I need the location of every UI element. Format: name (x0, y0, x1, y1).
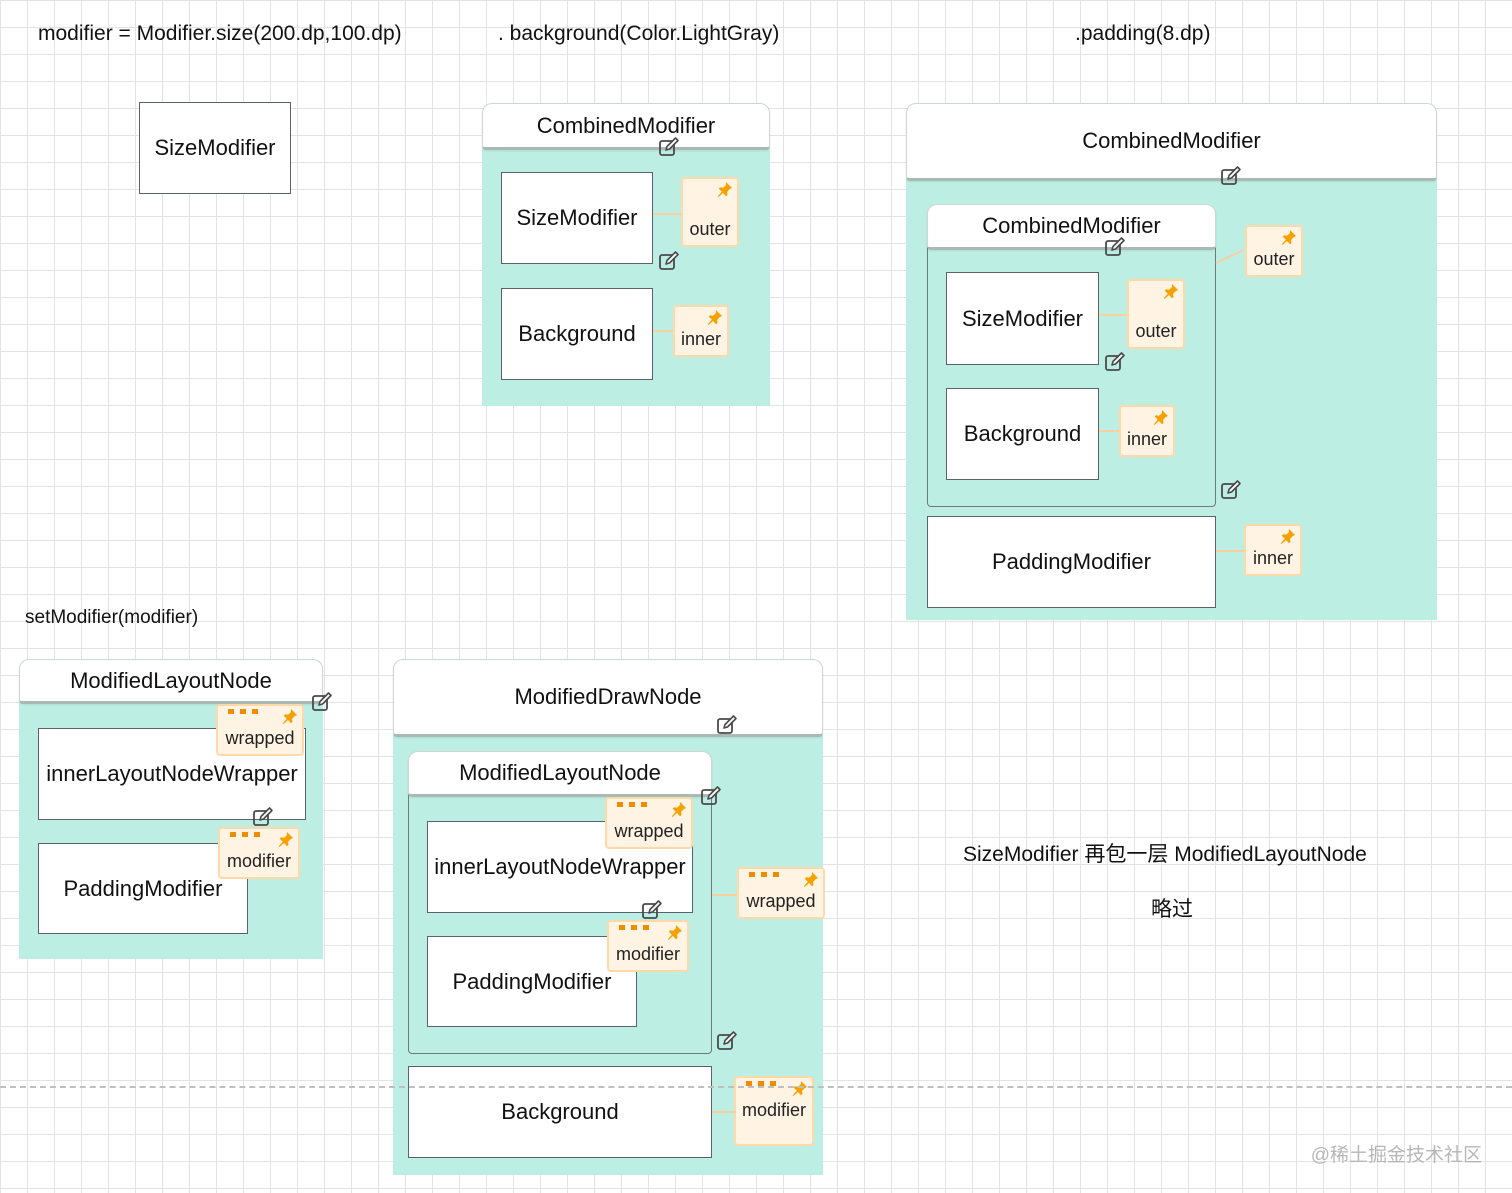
modifier-tag[interactable]: modifier (607, 920, 689, 972)
size-modifier-box[interactable]: SizeModifier (139, 102, 291, 194)
pin-icon (707, 310, 722, 325)
padding-modifier-box[interactable]: PaddingModifier (927, 516, 1216, 608)
edit-icon[interactable] (641, 899, 663, 921)
note-line-1: SizeModifier 再包一层 ModifiedLayoutNode (963, 843, 1367, 866)
padding-call-caption: .padding(8.dp) (1075, 22, 1211, 45)
set-modifier-caption: setModifier(modifier) (25, 607, 199, 628)
tag-label: wrapped (225, 728, 295, 748)
wrapped-tag[interactable]: wrapped (216, 704, 304, 756)
tag-label: inner (1252, 548, 1294, 568)
connector-line (653, 330, 673, 332)
size-modifier-box[interactable]: SizeModifier (501, 172, 653, 264)
dots-icon (230, 832, 260, 837)
connector-line (653, 213, 681, 215)
pin-icon (282, 709, 297, 724)
tag-label: modifier (741, 1100, 807, 1120)
tag-label: outer (1253, 249, 1295, 269)
connector-line (712, 1111, 734, 1113)
pin-icon (671, 802, 686, 817)
watermark: @稀土掘金技术社区 (1310, 1145, 1482, 1166)
background-box[interactable]: Background (408, 1066, 712, 1158)
connector-line (712, 894, 737, 896)
edit-icon[interactable] (716, 1030, 738, 1052)
pin-icon (717, 182, 732, 197)
inner-layout-node-wrapper-box[interactable]: innerLayoutNodeWrapper (38, 728, 306, 820)
inner-tag[interactable]: inner (1119, 405, 1175, 457)
note-line-2: 略过 (1151, 898, 1193, 921)
wrapped-tag[interactable]: wrapped (605, 797, 693, 849)
wrapped-tag[interactable]: wrapped (737, 867, 825, 919)
tag-label: outer (689, 219, 731, 239)
connector-line (1099, 314, 1127, 316)
edit-icon[interactable] (716, 714, 738, 736)
edit-icon[interactable] (700, 785, 722, 807)
pin-icon (792, 1081, 807, 1096)
inner-tag[interactable]: inner (673, 305, 729, 357)
pin-icon (1281, 230, 1296, 245)
outer-tag[interactable]: outer (1245, 225, 1303, 277)
tag-label: modifier (615, 944, 681, 964)
pin-icon (1163, 284, 1178, 299)
background-box[interactable]: Background (501, 288, 653, 380)
nested-combined-modifier-header[interactable]: CombinedModifier (927, 204, 1216, 250)
edit-icon[interactable] (1220, 165, 1242, 187)
pin-icon (667, 925, 682, 940)
edit-icon[interactable] (658, 250, 680, 272)
background-box[interactable]: Background (946, 388, 1099, 480)
nested-modified-layout-node-header[interactable]: ModifiedLayoutNode (408, 751, 712, 797)
tag-label: wrapped (746, 891, 816, 911)
edit-icon[interactable] (658, 136, 680, 158)
background-call-caption: . background(Color.LightGray) (498, 22, 780, 45)
dots-icon (619, 925, 649, 930)
dots-icon (617, 802, 647, 807)
size-modifier-box[interactable]: SizeModifier (946, 272, 1099, 365)
tag-label: wrapped (614, 821, 684, 841)
pin-icon (1280, 529, 1295, 544)
connector-line (1216, 550, 1244, 552)
modified-layout-node-header[interactable]: ModifiedLayoutNode (19, 659, 323, 704)
edit-icon[interactable] (311, 691, 333, 713)
modified-draw-node-header[interactable]: ModifiedDrawNode (393, 659, 823, 737)
tag-label: outer (1135, 321, 1177, 341)
pin-icon (1153, 410, 1168, 425)
edit-icon[interactable] (1220, 479, 1242, 501)
tag-label: modifier (226, 851, 292, 871)
dots-icon (749, 872, 779, 877)
tag-label: inner (680, 329, 722, 349)
padding-modifier-box[interactable]: PaddingModifier (427, 936, 637, 1027)
outer-tag[interactable]: outer (1127, 279, 1185, 349)
outer-tag[interactable]: outer (681, 177, 739, 247)
padding-modifier-box[interactable]: PaddingModifier (38, 843, 248, 934)
combined-modifier-header[interactable]: CombinedModifier (906, 103, 1437, 181)
dots-icon (228, 709, 258, 714)
pin-icon (278, 832, 293, 847)
connector-line (1099, 430, 1119, 432)
size-call-caption: modifier = Modifier.size(200.dp,100.dp) (38, 22, 402, 45)
inner-tag[interactable]: inner (1244, 524, 1302, 576)
dashed-separator (0, 1086, 1512, 1088)
dots-icon (746, 1081, 776, 1086)
pin-icon (803, 872, 818, 887)
edit-icon[interactable] (1104, 351, 1126, 373)
combined-modifier-header[interactable]: CombinedModifier (482, 103, 770, 150)
tag-label: inner (1126, 429, 1168, 449)
edit-icon[interactable] (1104, 236, 1126, 258)
modifier-tag[interactable]: modifier (218, 827, 300, 879)
edit-icon[interactable] (252, 806, 274, 828)
